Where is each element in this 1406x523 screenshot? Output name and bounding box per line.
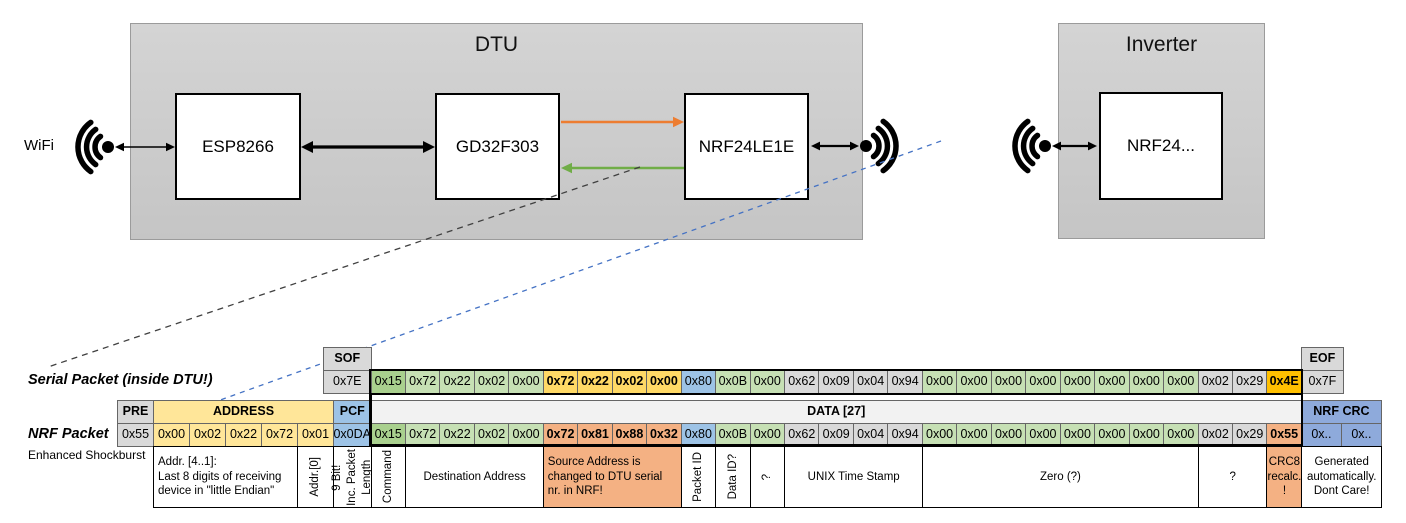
address-byte-cell: 0x22 — [225, 423, 262, 447]
annotation-cell: Destination Address — [404, 446, 545, 508]
nrf-byte-cell: 0x00 — [1163, 423, 1199, 447]
annotation-cell: 9 Bit! Inc. Packet Length — [331, 446, 373, 508]
annotation-cell: Source Address is changed to DTU serial … — [542, 446, 683, 508]
serial-byte-cell: 0x00 — [508, 370, 544, 394]
nrf24-box: NRF24... — [1099, 92, 1223, 200]
wifi-icon-left — [75, 119, 114, 175]
nrf-byte-cell: 0x29 — [1232, 423, 1268, 447]
nrf-crc-byte-cell: 0x.. — [1340, 423, 1382, 447]
annotation-cell: ? — [1197, 446, 1268, 508]
annotation-cell: Packet ID — [680, 446, 717, 508]
data-header-cell: DATA [27] — [370, 400, 1302, 424]
address-byte-cell: 0x00 — [153, 423, 190, 447]
nrf24le1e-box: NRF24LE1E — [684, 93, 809, 200]
serial-byte-cell: 0x22 — [439, 370, 475, 394]
pre-byte-cell: 0x55 — [117, 423, 154, 447]
serial-byte-cell: 0x22 — [577, 370, 613, 394]
serial-byte-cell: 0x00 — [1163, 370, 1199, 394]
nrf-byte-cell: 0x32 — [646, 423, 682, 447]
nrf-byte-cell: 0x55 — [1266, 423, 1302, 447]
data-end-connector — [1300, 393, 1303, 446]
serial-packet-label: Serial Packet (inside DTU!) — [28, 372, 213, 388]
wifi-icon-dtu-right — [860, 118, 899, 174]
annotation-vertical-text: Packet ID — [692, 452, 705, 502]
serial-byte-cell: 0x0B — [715, 370, 751, 394]
serial-byte-cell: 0x00 — [921, 370, 958, 394]
serial-byte-cell: 0x02 — [473, 370, 510, 394]
serial-byte-cell: 0x00 — [749, 370, 785, 394]
serial-byte-cell: 0x80 — [680, 370, 717, 394]
pre-header-cell: PRE — [117, 400, 154, 424]
annotation-vertical-text: Command — [382, 450, 394, 504]
nrf-byte-cell: 0x00 — [1128, 423, 1165, 447]
address-byte-cell: 0x01 — [297, 423, 334, 447]
annotation-cell: Command — [370, 446, 407, 508]
pcf-byte-cell: 0x0DA — [333, 423, 372, 447]
serial-byte-cell: 0x15 — [370, 370, 406, 394]
pcf-header-cell: PCF — [333, 400, 372, 424]
nrf-byte-cell: 0x88 — [611, 423, 648, 447]
dtu-title: DTU — [474, 33, 519, 56]
address-byte-cell: 0x72 — [261, 423, 298, 447]
serial-byte-cell: 0x02 — [611, 370, 648, 394]
nrf-crc-byte-cell: 0x.. — [1300, 423, 1342, 447]
nrf-packet-label: NRF Packet — [28, 426, 109, 442]
eof-header-cell: EOF — [1300, 347, 1344, 371]
inverter-container: Inverter — [1058, 23, 1265, 239]
serial-byte-cell: 0x00 — [990, 370, 1027, 394]
data-start-connector — [369, 393, 372, 446]
wifi-label: WiFi — [24, 137, 54, 154]
annotation-vertical-text: 9 Bit! Inc. Packet Length — [331, 448, 373, 506]
nrf-byte-cell: 0x0B — [715, 423, 751, 447]
nrf-byte-cell: 0x62 — [784, 423, 820, 447]
sof-byte-cell: 0x7E — [323, 370, 372, 394]
sof-header-cell: SOF — [323, 347, 372, 371]
nrf-crc-header-cell: NRF CRC — [1300, 400, 1382, 424]
nrf-byte-cell: 0x02 — [473, 423, 510, 447]
serial-byte-cell: 0x00 — [646, 370, 682, 394]
annotation-vertical-text: ? — [761, 473, 774, 481]
serial-byte-cell: 0x00 — [956, 370, 992, 394]
serial-byte-cell: 0x72 — [404, 370, 441, 394]
serial-byte-cell: 0x04 — [852, 370, 889, 394]
inverter-title: Inverter — [1125, 33, 1198, 56]
annotation-cell: Addr.[0] — [297, 446, 335, 508]
serial-byte-cell: 0x00 — [1094, 370, 1130, 394]
enhanced-shockburst-label: Enhanced Shockburst — [28, 448, 146, 462]
nrf-data-bottom-border — [369, 444, 1303, 447]
serial-byte-cell: 0x00 — [1128, 370, 1165, 394]
annotation-cell: Generated automatically. Dont Care! — [1300, 446, 1383, 508]
serial-byte-cell: 0x00 — [1059, 370, 1096, 394]
serial-byte-cell: 0x62 — [784, 370, 820, 394]
annotation-cell: CRC8 recalc. ! — [1266, 446, 1303, 508]
serial-byte-cell: 0x72 — [542, 370, 579, 394]
address-byte-cell: 0x02 — [189, 423, 226, 447]
serial-byte-cell: 0x00 — [1025, 370, 1061, 394]
address-header-cell: ADDRESS — [153, 400, 334, 424]
annotation-cell: ? — [749, 446, 786, 508]
annotation-cell: Data ID? — [715, 446, 752, 508]
nrf-byte-cell: 0x09 — [818, 423, 854, 447]
eof-byte-cell: 0x7F — [1300, 370, 1344, 394]
annotation-cell: Zero (?) — [921, 446, 1200, 508]
serial-byte-cell: 0x4E — [1266, 370, 1302, 394]
serial-byte-cell: 0x02 — [1197, 370, 1233, 394]
gd32f303-box: GD32F303 — [435, 93, 560, 200]
serial-byte-cell: 0x29 — [1232, 370, 1268, 394]
serial-byte-cell: 0x94 — [887, 370, 923, 394]
nrf-byte-cell: 0x02 — [1197, 423, 1233, 447]
serial-byte-cell: 0x09 — [818, 370, 854, 394]
wifi-icon-inverter — [1012, 118, 1051, 174]
nrf-byte-cell: 0x00 — [1059, 423, 1096, 447]
nrf-byte-cell: 0x00 — [990, 423, 1027, 447]
annotation-cell: Addr. [4..1]: Last 8 digits of receiving… — [153, 446, 299, 508]
annotation-cell: UNIX Time Stamp — [784, 446, 924, 508]
nrf-byte-cell: 0x00 — [1025, 423, 1061, 447]
annotation-vertical-text: Data ID? — [726, 454, 739, 500]
esp8266-box: ESP8266 — [175, 93, 301, 200]
annotation-vertical-text: Addr.[0] — [309, 457, 322, 497]
